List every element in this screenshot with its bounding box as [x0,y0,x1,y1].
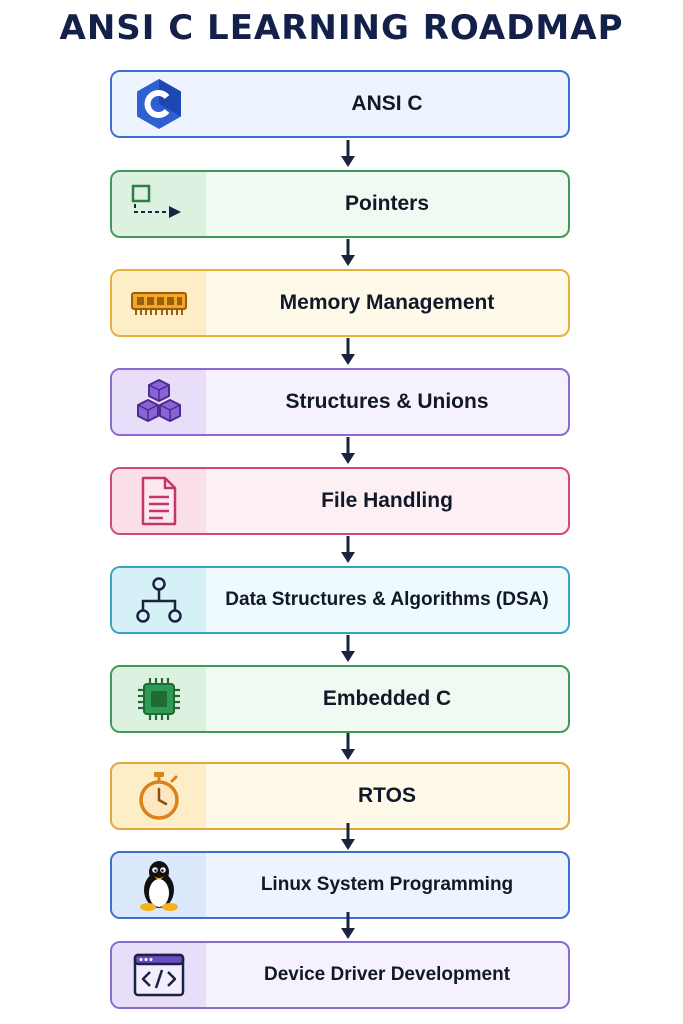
step-embedded-c: Embedded C [110,665,570,733]
step-label: Device Driver Development [263,964,511,985]
step-icon-box [112,469,206,533]
arrow-down-icon [341,140,355,167]
step-label: Pointers [344,192,430,215]
page-title: ANSI C LEARNING ROADMAP [59,8,624,48]
step-icon-box [112,370,206,434]
step-icon-box [112,172,206,236]
tree-structure-icon [136,577,182,623]
step-label: Structures & Unions [285,390,489,413]
linux-penguin-icon [140,861,178,911]
step-file-handling: File Handling [110,467,570,535]
step-icon-box [112,853,206,917]
step-label: RTOS [358,784,416,807]
step-rtos: RTOS [110,762,570,830]
pointer-arrow-icon [131,184,181,218]
arrow-down-icon [341,635,355,662]
step-label: File Handling [321,489,453,512]
step-memory-management: Memory Management [110,269,570,337]
step-icon-box [112,943,206,1007]
step-icon-box [112,667,206,731]
arrow-down-icon [341,437,355,464]
step-linux-system-programming: Linux System Programming [110,851,570,919]
arrow-down-icon [341,536,355,563]
c-language-icon [137,79,181,129]
arrow-down-icon [341,823,355,850]
stopwatch-icon [139,772,179,820]
step-icon-box [112,72,206,136]
step-device-driver-development: Device Driver Development [110,941,570,1009]
arrow-down-icon [341,338,355,365]
step-icon-box [112,764,206,828]
code-window-icon [133,953,185,997]
step-icon-box [112,271,206,335]
step-label: Data Structures & Algorithms (DSA) [225,589,549,610]
step-ansi-c: ANSI C [110,70,570,138]
step-label: Linux System Programming [260,874,514,895]
arrow-down-icon [341,733,355,760]
microchip-icon [138,678,180,720]
arrow-down-icon [341,912,355,939]
document-icon [141,476,177,526]
memory-chip-icon [131,292,187,315]
step-label: Embedded C [322,687,452,710]
step-icon-box [112,568,206,632]
step-label: ANSI C [351,92,423,115]
step-label: Memory Management [279,291,495,314]
step-structures-unions: Structures & Unions [110,368,570,436]
cubes-icon [137,379,181,422]
arrow-down-icon [341,239,355,266]
step-dsa: Data Structures & Algorithms (DSA) [110,566,570,634]
step-pointers: Pointers [110,170,570,238]
